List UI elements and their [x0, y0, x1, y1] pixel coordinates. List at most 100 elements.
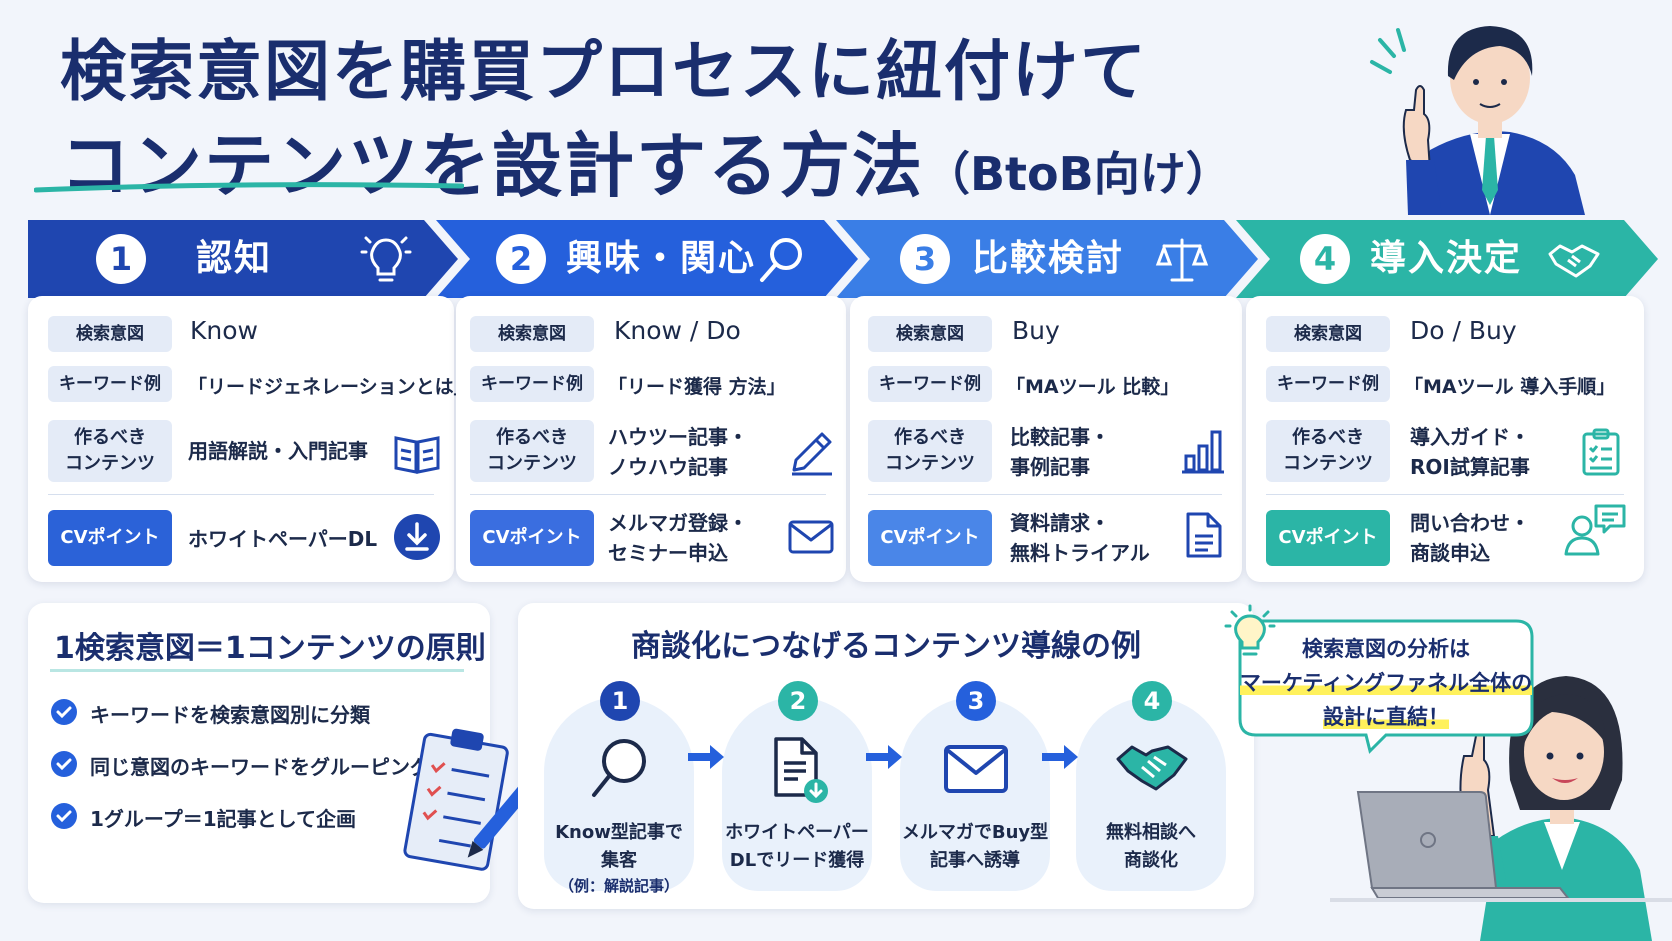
content-line: 用語解説・入門記事: [188, 439, 368, 463]
bubble-line: 検索意図の分析は: [1302, 637, 1470, 661]
page-title-line2: コンテンツを設計する方法（BtoB向け）: [60, 110, 1232, 211]
arrow-right-icon: [866, 745, 902, 769]
step-caption-line: 集客: [601, 850, 637, 871]
content-line: ノウハウ記事: [608, 455, 728, 479]
step-caption: Know型記事で集客: [544, 819, 694, 875]
content-line: 事例記事: [1010, 455, 1090, 479]
flow-step-2: 2 ホワイトペーパー DLでリード獲得: [722, 681, 872, 891]
flow-title: 商談化につなげるコンテンツ導線の例: [631, 629, 1141, 664]
step-caption: 無料相談へ商談化: [1076, 819, 1226, 875]
stage-banner-4: 4 導入決定: [1236, 220, 1658, 298]
principle-item-text: 1グループ＝1記事として企画: [90, 807, 357, 831]
card-divider: [1266, 494, 1624, 495]
step-caption-line: 商談化: [1124, 850, 1178, 871]
stage-card-3: 検索意図 Buy キーワード例 「MAツール 比較」 作るべきコンテンツ 比較記…: [850, 296, 1242, 582]
cv-line: 資料請求・: [1010, 511, 1110, 535]
step-number: 1: [600, 681, 640, 721]
arrow-right-icon: [1042, 745, 1078, 769]
step-caption-line: DLでリード獲得: [729, 850, 865, 871]
content-line: 導入ガイド・: [1410, 425, 1530, 449]
content-tag-line1: 作るべき: [1292, 427, 1364, 448]
principle-panel: 1検索意図＝1コンテンツの原則 キーワードを検索意図別に分類 同じ意図のキーワー…: [28, 603, 528, 903]
cv-value: ホワイトペーパーDL: [188, 524, 377, 554]
scale-icon: [1155, 238, 1209, 282]
stage-label: 比較検討: [972, 238, 1125, 279]
stage-label: 導入決定: [1370, 238, 1523, 279]
cv-line: 問い合わせ・: [1410, 511, 1530, 535]
arrow-right-icon: [688, 745, 724, 769]
keyword-tag: キーワード例: [470, 366, 594, 402]
checklist-icon: [1582, 428, 1620, 476]
flow-step-3: 3 メルマガでBuy型記事へ誘導: [900, 681, 1050, 891]
flow-step-1: 1 Know型記事で集客 （例：解説記事）: [544, 681, 694, 895]
stage-banner-2: 2 興味・関心: [436, 220, 858, 298]
keyword-value: 「リードジェネレーションとは」: [188, 376, 473, 398]
lightbulb-icon: [360, 236, 412, 282]
cv-tag: CVポイント: [48, 510, 172, 566]
title-main: コンテンツを設計する方法: [60, 125, 924, 207]
step-number: 3: [956, 681, 996, 721]
step-number: 4: [1132, 681, 1172, 721]
content-tag-line2: コンテンツ: [65, 453, 155, 474]
stage-card-2: 検索意図 Know / Do キーワード例 「リード獲得 方法」 作るべきコンテ…: [456, 296, 846, 582]
title-underline: [34, 182, 464, 193]
content-line: ROI試算記事: [1410, 455, 1530, 479]
content-line: 比較記事・: [1010, 425, 1110, 449]
step-caption: メルマガでBuy型記事へ誘導: [900, 819, 1050, 875]
content-tag: 作るべきコンテンツ: [868, 420, 992, 482]
stage-card-4: 検索意図 Do / Buy キーワード例 「MAツール 導入手順」 作るべきコン…: [1246, 296, 1644, 582]
step-number: 2: [778, 681, 818, 721]
stage-label: 認知: [196, 238, 273, 279]
bubble-highlight: 設計に直結！: [1323, 705, 1449, 729]
handshake-icon: [1548, 244, 1600, 278]
cv-line: 無料トライアル: [1010, 541, 1150, 565]
card-divider: [48, 494, 434, 495]
content-line: ハウツー記事・: [608, 425, 748, 449]
content-tag-line1: 作るべき: [894, 427, 966, 448]
keyword-tag: キーワード例: [1266, 366, 1390, 402]
pencil-icon: [792, 432, 832, 476]
content-tag-line1: 作るべき: [74, 427, 146, 448]
stage-number: 3: [900, 234, 950, 284]
stage-label: 興味・関心: [566, 238, 757, 279]
cv-value: 問い合わせ・商談申込: [1410, 508, 1530, 568]
card-divider: [868, 494, 1222, 495]
bubble-text: 検索意図の分析は マーケティングファネル全体の 設計に直結！: [1236, 632, 1536, 734]
intent-value: Know / Do: [614, 316, 741, 345]
keyword-tag: キーワード例: [868, 366, 992, 402]
intent-tag: 検索意図: [1266, 316, 1390, 352]
bubble-highlight: マーケティングファネル全体の: [1239, 671, 1533, 695]
cv-value: 資料請求・無料トライアル: [1010, 508, 1150, 568]
lightbulb-icon: [1224, 604, 1276, 656]
keyword-value: 「リード獲得 方法」: [608, 376, 786, 398]
step-caption-line: 記事へ誘導: [930, 850, 1020, 871]
businessman-illustration: [1370, 26, 1585, 215]
check-circle-icon: [51, 751, 77, 777]
cv-line: セミナー申込: [608, 541, 728, 565]
stage-number: 1: [96, 234, 146, 284]
card-divider: [470, 494, 826, 495]
content-tag: 作るべきコンテンツ: [1266, 420, 1390, 482]
cv-tag: CVポイント: [868, 510, 992, 566]
intent-value: Buy: [1012, 316, 1060, 345]
keyword-tag: キーワード例: [48, 366, 172, 402]
content-value: 用語解説・入門記事: [188, 436, 368, 466]
cv-line: 商談申込: [1410, 541, 1490, 565]
content-value: ハウツー記事・ノウハウ記事: [608, 422, 748, 482]
check-circle-icon: [51, 803, 77, 829]
content-value: 導入ガイド・ ROI試算記事: [1410, 422, 1530, 482]
intent-tag: 検索意図: [868, 316, 992, 352]
bubble-line: 設計に直結！: [1236, 700, 1536, 734]
flow-step-4: 4 無料相談へ商談化: [1076, 681, 1226, 891]
stage-banner-3: 3 比較検討: [836, 220, 1258, 298]
handshake-icon: [1116, 745, 1188, 791]
cv-tag: CVポイント: [470, 510, 594, 566]
principle-underline: [50, 669, 464, 672]
stage-banner-1: 1 認知: [28, 220, 458, 298]
step-caption-line: ホワイトペーパー: [725, 822, 869, 843]
document-download-icon: [774, 737, 828, 803]
content-value: 比較記事・事例記事: [1010, 422, 1110, 482]
download-icon[interactable]: [392, 512, 442, 562]
cv-tag: CVポイント: [1266, 510, 1390, 566]
step-caption-line: 無料相談へ: [1106, 822, 1196, 843]
